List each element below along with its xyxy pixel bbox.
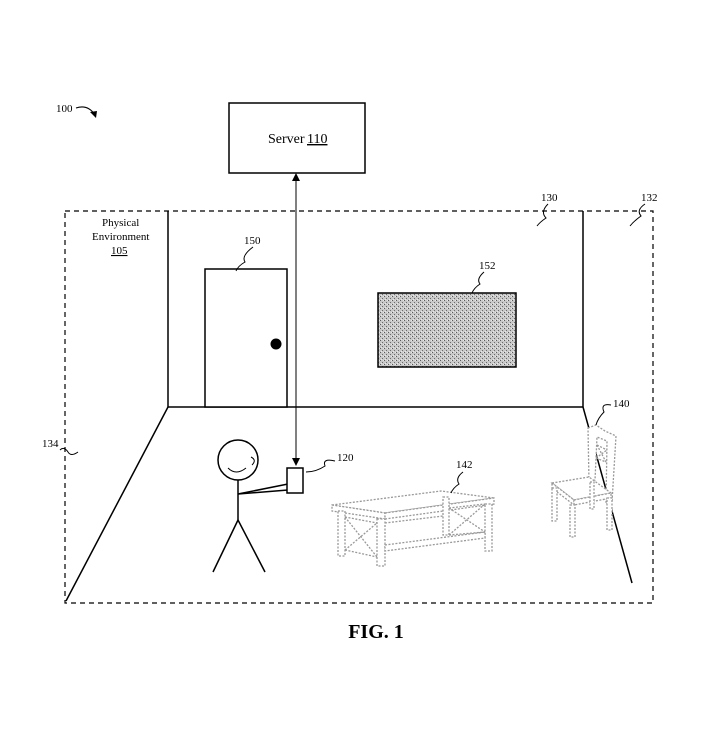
floor-ref-label: 134 [42,438,59,450]
door-knob [270,338,282,350]
server-box: Server 110 [228,102,366,174]
server-device-link [292,173,300,466]
door [204,268,288,408]
environment-ref: 105 [111,245,128,257]
environment-label-line1: Physical [102,217,139,229]
wall-screen [377,292,517,368]
handheld-device [286,467,304,494]
boundary-ref-label: 132 [641,192,658,204]
screen-ref-label: 152 [479,260,496,272]
table-ref-label: 142 [456,459,473,471]
room-ref-label: 130 [541,192,558,204]
user-figure [212,439,289,573]
figure-caption: FIG. 1 [348,621,404,643]
table-ref-leader [450,471,464,494]
screen-ref-leader [471,271,485,294]
user-nose [250,456,255,466]
boundary-ref-leader [629,203,646,227]
figure-ref-arrowhead [90,111,97,118]
chair [550,424,617,538]
server-ref: 110 [307,132,327,147]
chair-ref-leader [595,404,612,426]
coffee-table [331,490,495,567]
door-ref-label: 150 [244,235,261,247]
server-label: Server [268,132,305,147]
user-smile [227,467,247,473]
room-ref-leader [536,203,549,227]
environment-boundary [64,210,654,604]
device-ref-leader [305,459,336,473]
door-ref-leader [235,246,254,272]
device-ref-label: 120 [337,452,354,464]
chair-ref-label: 140 [613,398,630,410]
floor-ref-leader [59,447,79,455]
room-walls [65,211,633,602]
environment-label-line2: Environment [92,231,149,243]
figure-ref-label: 100 [56,103,73,115]
user-head [217,439,259,481]
